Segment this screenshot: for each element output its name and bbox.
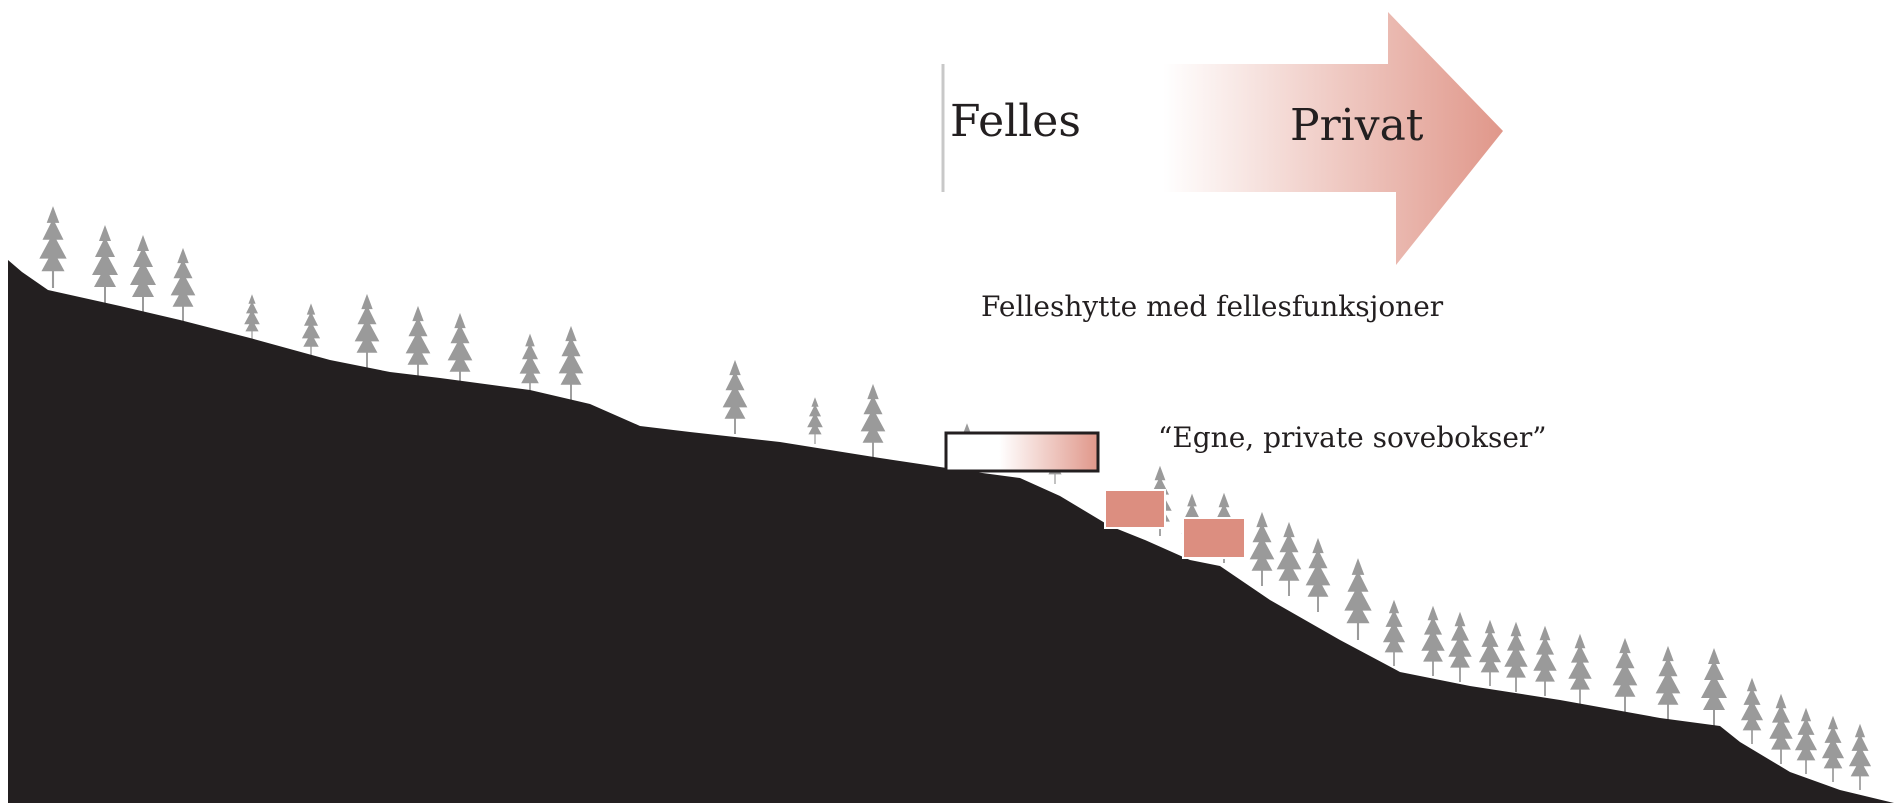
private-sleep-box — [1104, 489, 1166, 529]
conifer-tree-icon — [806, 396, 824, 445]
sleep-boxes-annotation: “Egne, private sovebokser” — [1158, 421, 1547, 454]
terrain-slope — [8, 260, 1894, 803]
conifer-tree-icon — [1420, 604, 1446, 677]
conifer-tree-icon — [1654, 644, 1682, 721]
conifer-tree-icon — [1567, 632, 1593, 705]
privat-label: Privat — [1290, 100, 1424, 151]
conifer-tree-icon — [91, 224, 119, 304]
conifer-tree-icon — [1275, 520, 1303, 597]
conifer-tree-icon — [1700, 647, 1728, 727]
conifer-tree-icon — [1248, 510, 1276, 587]
conifer-tree-icon — [301, 302, 321, 359]
conifer-tree-icon — [1821, 714, 1845, 783]
conifer-tree-icon — [721, 358, 749, 435]
felles-privat-arrow: Felles Privat — [941, 12, 1503, 265]
conifer-tree-icon — [557, 324, 585, 401]
conifer-tree-icon — [1848, 722, 1872, 791]
conifer-tree-icon — [1794, 706, 1818, 775]
conifer-tree-icon — [1740, 676, 1764, 745]
conifer-tree-icon — [353, 292, 381, 369]
private-sleep-box — [1182, 517, 1246, 559]
conifer-tree-icon — [38, 205, 68, 290]
conifer-tree-icon — [1478, 618, 1502, 687]
conifer-tree-icon — [129, 234, 157, 314]
felles-label: Felles — [950, 96, 1081, 147]
conifer-tree-icon — [518, 332, 542, 397]
conifer-tree-icon — [1304, 536, 1332, 613]
arrow-shape — [1050, 12, 1503, 265]
conifer-tree-icon — [1532, 624, 1558, 697]
conifer-tree-icon — [1503, 620, 1529, 693]
common-cabin — [944, 431, 1100, 473]
conifer-tree-icon — [446, 311, 474, 388]
conifer-tree-icon — [859, 382, 887, 459]
conifer-tree-icon — [1343, 557, 1373, 642]
common-cabin-annotation: Felleshytte med fellesfunksjoner — [981, 290, 1444, 323]
conifer-tree-icon — [243, 293, 261, 342]
conifer-tree-icon — [1611, 636, 1639, 713]
conifer-tree-icon — [1447, 610, 1473, 683]
conifer-tree-icon — [1382, 598, 1406, 667]
conifer-tree-icon — [404, 304, 432, 381]
conifer-tree-icon — [169, 246, 197, 323]
conifer-tree-icon — [1768, 692, 1794, 765]
